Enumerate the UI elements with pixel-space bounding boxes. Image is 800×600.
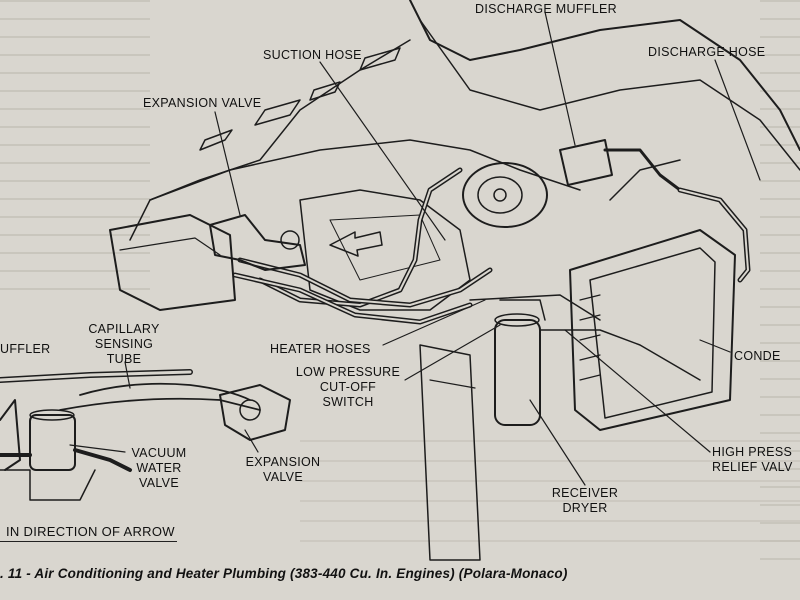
discharge-muffler <box>559 139 613 186</box>
background-text-block-left <box>0 0 150 300</box>
leader-expansion-valve-top <box>214 111 241 216</box>
label-vacuum-water-valve: VACUUM WATER VALVE <box>124 446 194 491</box>
vacuum-water-valve <box>29 414 76 471</box>
figure-caption: . 11 - Air Conditioning and Heater Plumb… <box>0 566 568 581</box>
background-text-block-bottom <box>300 440 800 560</box>
fender-outline <box>409 0 800 151</box>
expansion-valve-bottom <box>219 384 291 441</box>
label-capillary-line2: SENSING <box>94 337 154 351</box>
label-high-pressure-line2: RELIEF VALV <box>712 460 793 474</box>
label-high-pressure-line1: HIGH PRESS <box>712 445 793 459</box>
leader-high-pressure <box>564 329 711 453</box>
firewall <box>129 39 411 241</box>
label-expansion-valve-bottom-line2: VALVE <box>263 470 303 484</box>
leader-discharge-muffler <box>544 11 576 146</box>
condenser <box>569 229 736 431</box>
fender-inner <box>419 19 800 171</box>
label-vacuum-line1: VACUUM <box>131 446 187 460</box>
label-receiver-dryer: RECEIVER DRYER <box>545 486 625 516</box>
label-condenser: CONDE <box>734 349 781 363</box>
leader-expansion-valve-bottom <box>244 429 259 453</box>
label-expansion-valve-bottom: EXPANSION VALVE <box>240 455 326 485</box>
direction-arrow <box>329 231 383 257</box>
label-low-pressure-line3: SWITCH <box>322 395 374 409</box>
leader-discharge-hose <box>714 59 761 181</box>
firewall-vent-2 <box>199 129 233 151</box>
receiver-bracket <box>419 344 481 561</box>
discharge-hose-path <box>677 187 751 283</box>
label-discharge-hose: DISCHARGE HOSE <box>648 45 766 59</box>
receiver-dryer <box>494 319 541 426</box>
leader-low-pressure <box>404 324 501 381</box>
label-low-pressure-line1: LOW PRESSURE <box>295 365 401 379</box>
firewall-vent-3 <box>309 81 341 101</box>
arrow-direction-note: IN DIRECTION OF ARROW <box>0 524 177 542</box>
label-expansion-valve-top: EXPANSION VALVE <box>143 96 262 110</box>
label-low-pressure-cut-off-switch: LOW PRESSURE CUT-OFF SWITCH <box>292 365 404 410</box>
label-discharge-muffler: DISCHARGE MUFFLER <box>475 2 617 16</box>
label-expansion-valve-bottom-line1: EXPANSION <box>245 455 321 469</box>
label-vacuum-line2: WATER <box>136 461 182 475</box>
firewall-vent-4 <box>359 47 401 71</box>
leader-heater-hoses <box>382 299 486 346</box>
label-receiver-line2: DRYER <box>562 501 608 515</box>
label-vacuum-line3: VALVE <box>139 476 179 490</box>
label-heater-hoses: HEATER HOSES <box>270 342 371 356</box>
label-high-pressure-relief-valve: HIGH PRESS RELIEF VALV <box>712 445 800 475</box>
compressor <box>462 162 548 228</box>
leader-vacuum <box>69 444 126 453</box>
capillary-tube <box>79 382 251 401</box>
label-low-pressure-line2: CUT-OFF <box>319 380 377 394</box>
leader-receiver <box>529 399 586 486</box>
leader-suction-hose <box>319 61 446 241</box>
expansion-valve-top <box>209 214 306 271</box>
label-muffler-left: UFFLER <box>0 342 51 356</box>
label-suction-hose: SUCTION HOSE <box>263 48 362 62</box>
label-capillary-sensing-tube: CAPILLARY SENSING TUBE <box>84 322 164 367</box>
firewall-vent-1 <box>254 99 301 126</box>
label-capillary-line3: TUBE <box>106 352 142 366</box>
engine-block <box>299 189 471 311</box>
leader-condenser <box>699 339 731 353</box>
label-capillary-line1: CAPILLARY <box>88 322 160 336</box>
leader-capillary <box>124 361 131 389</box>
label-receiver-line1: RECEIVER <box>551 486 619 500</box>
evaporator-housing <box>109 214 236 311</box>
